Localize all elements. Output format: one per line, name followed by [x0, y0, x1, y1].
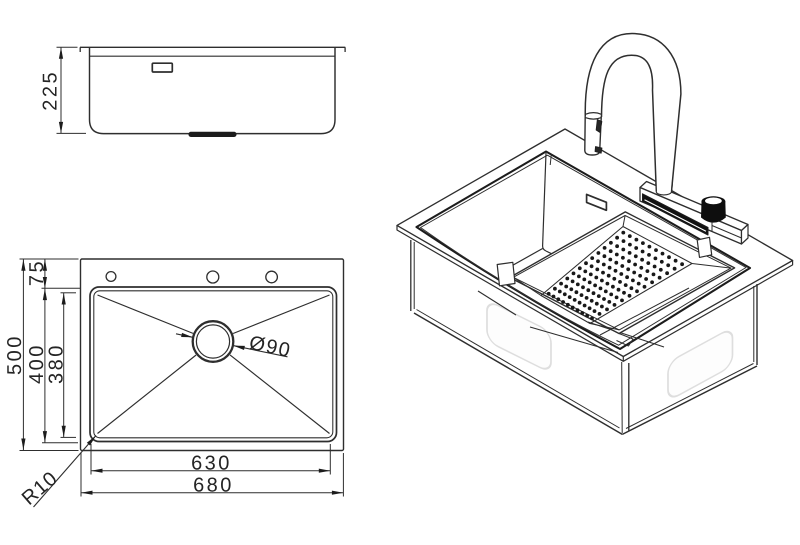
- svg-text:225: 225: [40, 70, 62, 111]
- svg-text:630: 630: [191, 453, 232, 475]
- svg-text:680: 680: [193, 475, 234, 497]
- svg-text:380: 380: [46, 343, 68, 384]
- svg-text:400: 400: [26, 343, 48, 384]
- svg-text:500: 500: [4, 334, 26, 375]
- svg-text:75: 75: [26, 259, 48, 286]
